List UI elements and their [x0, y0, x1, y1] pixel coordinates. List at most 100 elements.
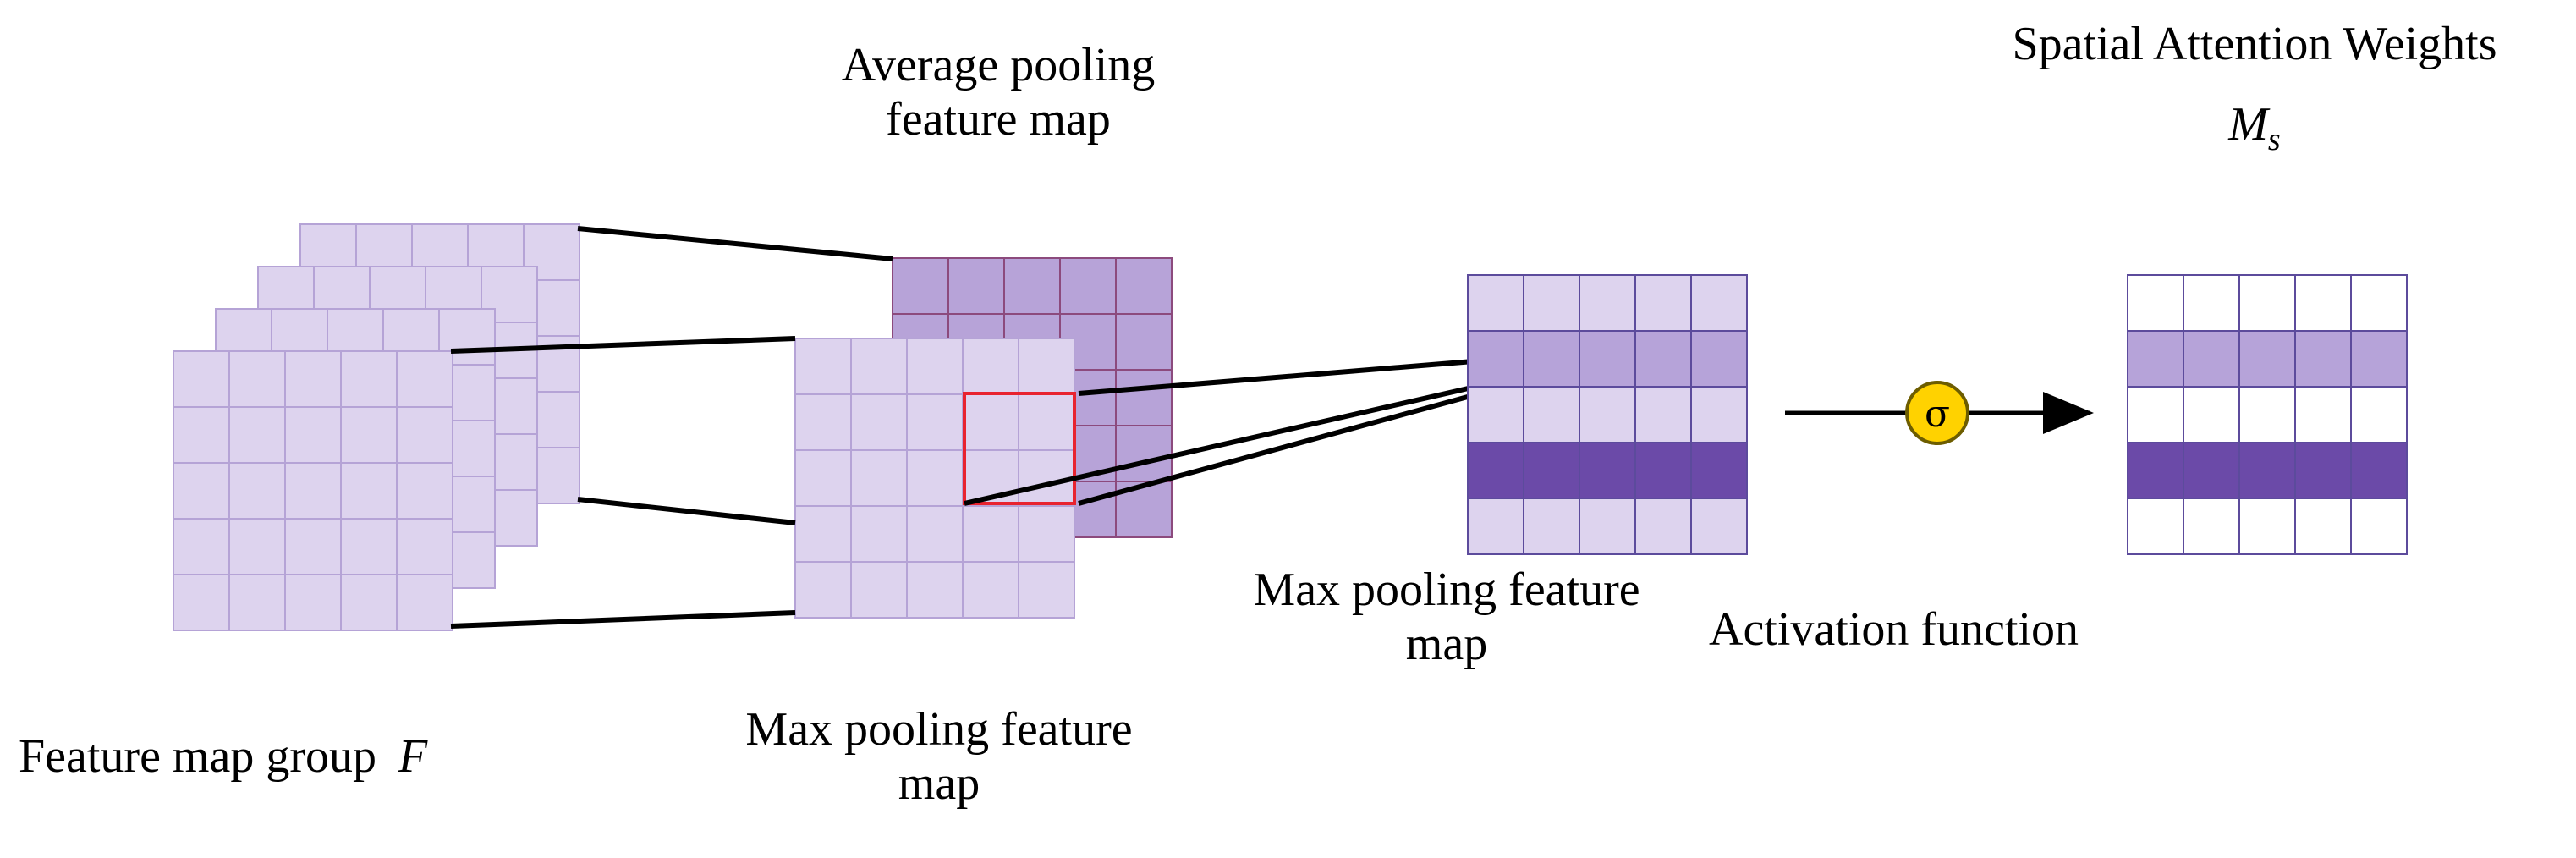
grid-cell	[2294, 442, 2352, 499]
max-pooling-label-middle: Max pooling feature map	[1253, 564, 1640, 670]
grid-cell	[2350, 386, 2408, 443]
sigma-symbol: σ	[1925, 393, 1950, 436]
grid-cell	[1634, 498, 1692, 555]
grid-cell	[1115, 257, 1173, 315]
grid-cell	[962, 505, 1019, 563]
grid-cell	[906, 561, 964, 619]
grid-cell	[396, 350, 453, 408]
grid-cell	[396, 518, 453, 575]
max-pool-grid-left	[794, 338, 1075, 619]
grid-cell	[173, 462, 230, 520]
grid-cell	[1003, 257, 1061, 315]
grid-cell	[962, 393, 1019, 451]
feature-map-layer-4	[173, 350, 453, 631]
ms-grid	[2127, 274, 2408, 555]
grid-cell	[2238, 274, 2296, 332]
grid-cell	[850, 505, 908, 563]
grid-cell	[1523, 274, 1580, 332]
grid-cell	[396, 574, 453, 631]
grid-cell	[2127, 386, 2184, 443]
grid-cell	[340, 350, 398, 408]
spatial-attention-title: Spatial Attention Weights	[2012, 18, 2497, 70]
grid-cell	[2127, 498, 2184, 555]
grid-cell	[1467, 274, 1524, 332]
grid-cell	[850, 338, 908, 395]
grid-cell	[850, 393, 908, 451]
grid-cell	[284, 518, 342, 575]
feature-map-group-stack	[173, 223, 580, 631]
grid-cell	[1579, 330, 1636, 388]
grid-cell	[1467, 442, 1524, 499]
grid-cell	[906, 449, 964, 507]
grid-cell	[1467, 330, 1524, 388]
grid-cell	[284, 574, 342, 631]
feature-symbol-f: F	[398, 730, 428, 783]
grid-cell	[2238, 498, 2296, 555]
grid-cell	[850, 561, 908, 619]
grid-cell	[962, 338, 1019, 395]
grid-cell	[2238, 330, 2296, 388]
grid-cell	[1579, 386, 1636, 443]
grid-cell	[1634, 330, 1692, 388]
grid-cell	[2183, 498, 2240, 555]
grid-cell	[850, 449, 908, 507]
grid-cell	[284, 406, 342, 464]
grid-cell	[1634, 274, 1692, 332]
grid-cell	[396, 406, 453, 464]
grid-cell	[906, 505, 964, 563]
grid-cell	[173, 574, 230, 631]
grid-cell	[1115, 313, 1173, 371]
grid-cell	[1690, 330, 1748, 388]
grid-cell	[906, 338, 964, 395]
grid-cell	[228, 462, 286, 520]
grid-cell	[2350, 274, 2408, 332]
grid-cell	[2238, 442, 2296, 499]
grid-cell	[1467, 386, 1524, 443]
grid-cell	[892, 257, 949, 315]
grid-cell	[284, 350, 342, 408]
grid-cell	[396, 462, 453, 520]
grid-cell	[1115, 425, 1173, 482]
grid-cell	[947, 257, 1005, 315]
grid-cell	[1115, 481, 1173, 538]
grid-cell	[2127, 274, 2184, 332]
grid-cell	[1579, 274, 1636, 332]
grid-cell	[794, 561, 852, 619]
grid-cell	[1579, 498, 1636, 555]
grid-cell	[2350, 498, 2408, 555]
grid-cell	[794, 393, 852, 451]
feature-map-front-frame	[173, 350, 453, 631]
grid-cell	[1467, 498, 1524, 555]
grid-cell	[173, 406, 230, 464]
grid-cell	[2183, 386, 2240, 443]
grid-cell	[794, 449, 852, 507]
grid-cell	[2183, 330, 2240, 388]
max-pooling-label-bottom: Max pooling feature map	[745, 703, 1133, 810]
grid-cell	[1018, 338, 1075, 395]
grid-cell	[2238, 386, 2296, 443]
grid-cell	[794, 505, 852, 563]
grid-cell	[1634, 442, 1692, 499]
grid-cell	[340, 574, 398, 631]
grid-cell	[1634, 386, 1692, 443]
ms-symbol: Ms	[2228, 98, 2281, 157]
grid-cell	[228, 406, 286, 464]
grid-cell	[1018, 393, 1075, 451]
grid-cell	[1690, 274, 1748, 332]
grid-cell	[794, 338, 852, 395]
grid-cell	[1523, 386, 1580, 443]
grid-cell	[1579, 442, 1636, 499]
grid-cell	[2294, 330, 2352, 388]
feature-map-group-label: Feature map group F	[19, 730, 428, 783]
sigma-circle	[1905, 381, 1969, 445]
activation-function-label: Activation function	[1709, 603, 2079, 656]
grid-cell	[228, 350, 286, 408]
grid-cell	[1690, 386, 1748, 443]
grid-cell	[1018, 505, 1075, 563]
grid-cell	[1018, 561, 1075, 619]
grid-cell	[228, 574, 286, 631]
grid-cell	[1690, 498, 1748, 555]
pooling-window-highlight	[963, 392, 1076, 505]
max-pool-grid-middle	[1467, 274, 1748, 555]
